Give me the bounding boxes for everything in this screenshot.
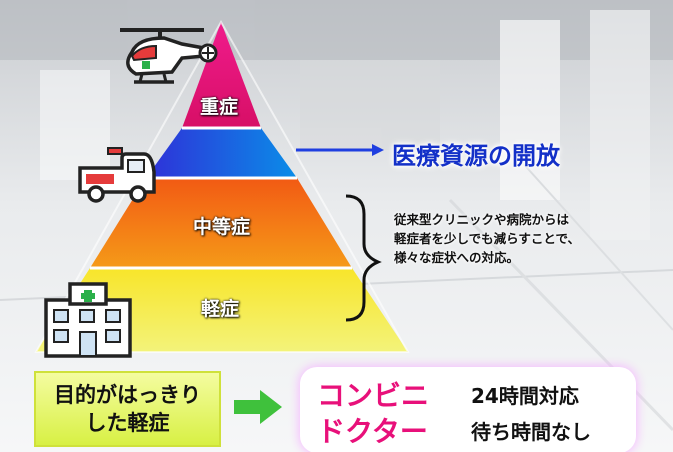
mild-purpose-box: 目的がはっきり した軽症 — [34, 371, 221, 447]
green-arrow-icon — [234, 390, 282, 424]
description-line-1: 従来型クリニックや病院からは — [394, 212, 570, 227]
curly-brace — [345, 194, 382, 322]
headline-medical-resources: 医療資源の開放 — [392, 142, 560, 170]
feature-no-wait: 待ち時間なし — [471, 420, 591, 444]
corridor-details — [0, 0, 673, 432]
tier-mild-label: 軽症 — [201, 298, 240, 320]
left-box-line-2: した軽症 — [85, 411, 170, 435]
ambulance-icon — [78, 147, 156, 203]
description-line-2: 軽症者を少しでも減らすことで、 — [394, 231, 581, 246]
left-box-line-1: 目的がはっきり — [54, 383, 201, 407]
description-text: 従来型クリニックや病院からは 軽症者を少しでも減らすことで、 様々な症状への対応… — [394, 210, 580, 267]
feature-24h: 24時間対応 — [471, 384, 579, 408]
tier-moderate-label: 中等症 — [193, 216, 251, 238]
brand-line-2: ドクター — [317, 415, 428, 448]
hospital-icon — [44, 282, 132, 358]
helicopter-icon — [120, 28, 218, 84]
tier-severe-label: 重症 — [200, 96, 239, 118]
brand-line-1: コンビニ — [317, 379, 430, 412]
arrow-right-icon — [296, 144, 384, 156]
convenience-doctor-box: コンビニ ドクター 24時間対応 待ち時間なし — [303, 370, 633, 450]
pyramid-dividers — [90, 126, 352, 270]
description-line-3: 様々な症状への対応。 — [394, 250, 520, 265]
